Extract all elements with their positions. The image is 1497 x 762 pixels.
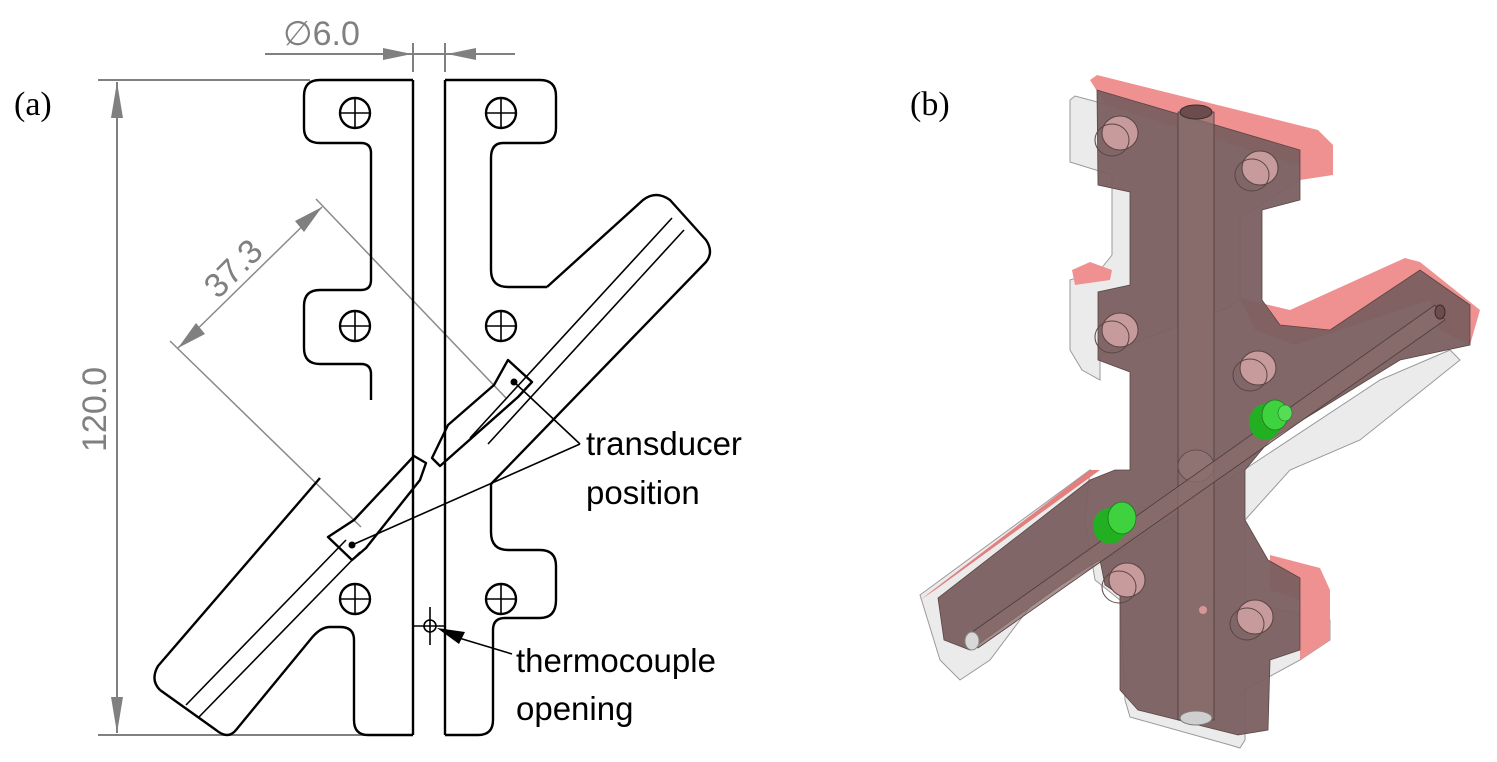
- channel-outlet-icon: [1179, 710, 1213, 726]
- bolt-hole-icon: [338, 582, 372, 616]
- transducer-label: transducer: [586, 425, 742, 462]
- distance-label: 37.3: [197, 232, 271, 306]
- bolt-hole-icon: [484, 582, 518, 616]
- arrow-down-icon: [111, 697, 123, 733]
- bolt-hole-icon: [1232, 350, 1277, 392]
- bolt-hole-icon: [1229, 599, 1274, 641]
- diameter-label: ∅6.0: [283, 15, 360, 53]
- height-label: 120.0: [76, 367, 114, 452]
- bolt-hole-icon: [1101, 562, 1146, 604]
- thermocouple-label: thermocouple: [516, 642, 716, 679]
- panel-b-label: (b): [910, 86, 950, 123]
- channel-end-icon: [964, 631, 980, 651]
- arm-side-face: [920, 470, 1100, 600]
- panel-b: (b): [910, 75, 1480, 749]
- channel-end-icon: [1434, 304, 1446, 320]
- arrow-up-icon: [111, 82, 123, 118]
- bolt-hole-icon: [1094, 312, 1139, 354]
- arrow-down-left-icon: [178, 323, 205, 348]
- bolt-hole-icon: [338, 309, 372, 343]
- thermocouple-opening-icon: [1199, 606, 1207, 614]
- panel-a-label: (a): [14, 86, 52, 123]
- transducer-upper-icon: [1249, 399, 1293, 440]
- diameter-dimension: ∅6.0: [265, 15, 515, 72]
- transducer-lower-icon: [1093, 501, 1137, 544]
- opening-label: opening: [516, 690, 633, 727]
- bolt-hole-icon: [1234, 150, 1279, 192]
- top-face: [1072, 262, 1112, 285]
- bolt-hole-icon: [484, 309, 518, 343]
- bolt-holes: [338, 96, 518, 616]
- thermocouple-marker-icon: [414, 607, 513, 655]
- panel-a: (a) ∅6.0 120.0 37.3: [14, 15, 742, 737]
- bolt-hole-icon: [338, 96, 372, 130]
- bolt-hole-icon: [484, 96, 518, 130]
- 3d-bolt-holes: [1094, 115, 1279, 641]
- central-channel: [1177, 104, 1215, 726]
- bolt-hole-icon: [1094, 115, 1139, 157]
- arrow-up-right-icon: [295, 207, 322, 232]
- transducer-leaders: [351, 381, 581, 546]
- channel-inlet-icon: [1179, 104, 1213, 120]
- arrow-left-icon: [447, 48, 476, 60]
- height-dimension: 120.0: [76, 79, 380, 736]
- position-label: position: [586, 474, 700, 511]
- arrow-right-icon: [383, 48, 412, 60]
